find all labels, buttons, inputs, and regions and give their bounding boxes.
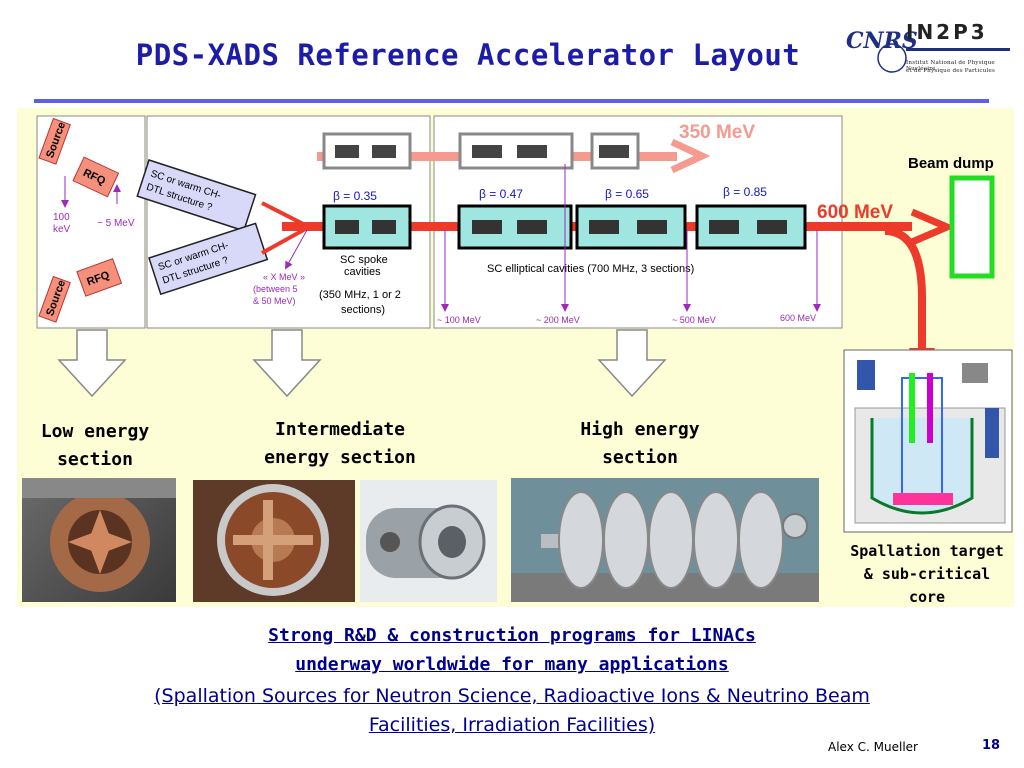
intermediate-down-arrow: [252, 329, 322, 398]
cnrs-in2p3-logo: CNRS: [846, 28, 1010, 73]
beam-350-label: 350 MeV: [679, 122, 755, 143]
footer-line-4: Facilities, Irradiation Facilities): [368, 714, 656, 736]
energy-200-mev: ~ 200 MeV: [536, 315, 580, 325]
spallation-target-schematic: [843, 349, 1013, 533]
beam-to-target: [884, 227, 926, 353]
spoke-label-2: cavities: [344, 266, 381, 278]
spallation-label-line3: core: [908, 588, 946, 606]
energy-5-mev: ~ 5 MeV: [97, 218, 135, 229]
energy-600-mev: 600 MeV: [780, 313, 816, 323]
elliptical-caption: SC elliptical cavities (700 MHz, 3 secti…: [487, 263, 694, 275]
dtl-photo: [193, 480, 355, 602]
high-energy-section-label: High energy section: [555, 416, 725, 472]
beam-600-arrowhead: [910, 208, 956, 246]
elliptical-cavity-photo: [511, 478, 819, 602]
energy-100-kev-2: keV: [53, 224, 71, 235]
high-energy-label-line2: section: [602, 447, 678, 468]
x-mev-1: « X MeV »: [263, 272, 305, 282]
low-energy-down-arrow: [57, 329, 127, 398]
beam-dump-label: Beam dump: [908, 155, 994, 172]
energy-100-mev: ~ 100 MeV: [437, 315, 481, 325]
low-energy-label-line1: Low energy: [40, 421, 150, 442]
beta-035-label: β = 0.35: [333, 189, 377, 203]
spallation-label-line1: Spallation target: [850, 542, 1004, 560]
footer-line-3: (Spallation Sources for Neutron Science,…: [154, 685, 870, 707]
x-mev-2: (between 5: [253, 284, 298, 294]
beam-dump-block: [949, 175, 995, 279]
title-underline: [34, 99, 989, 103]
footer-line-1: Strong R&D & construction programs for L…: [268, 625, 756, 646]
spoke-cavity-red-cells: [335, 220, 396, 234]
in2p3-logo-text: IN2P3: [906, 20, 988, 44]
low-energy-section-label: Low energy section: [22, 418, 168, 474]
rfq-bottom: RFQ: [76, 258, 123, 297]
beam-600-label: 600 MeV: [817, 202, 893, 223]
intermediate-label-line2: energy section: [264, 447, 416, 468]
energy-markers: [61, 164, 821, 312]
rfq-photo: [22, 478, 176, 602]
author-name: Alex C. Mueller: [828, 740, 918, 754]
low-energy-label-line2: section: [57, 449, 133, 470]
in2p3-subtitle-2: et de Physique des Particules: [906, 68, 996, 74]
source-bottom: Source: [38, 275, 71, 323]
beam-350-arrowhead: [670, 138, 711, 174]
beta-065-label: β = 0.65: [605, 187, 649, 201]
cnrs-logo-text: CNRS: [846, 28, 918, 54]
section-down-arrows: [57, 329, 667, 398]
dtl-merge-lines: [261, 201, 314, 255]
in2p3-subtitle-1: Institut National de Physique Nucléaire: [906, 60, 995, 72]
cnrs-logo-mark: CNRS: [846, 28, 918, 73]
high-energy-down-arrow: [597, 329, 667, 398]
high-energy-label-line1: High energy: [580, 419, 700, 440]
spallation-label-line2: & sub-critical: [863, 565, 991, 583]
spoke-cavity-pink-cells: [335, 145, 396, 158]
intermediate-section-label: Intermediate energy section: [248, 416, 432, 472]
beta-085-label: β = 0.85: [723, 185, 767, 199]
energy-100-kev-1: 100: [53, 212, 70, 223]
slide-title: PDS-XADS Reference Accelerator Layout: [135, 38, 801, 72]
x-mev-3: & 50 MeV): [253, 296, 296, 306]
beta-047-label: β = 0.47: [479, 187, 523, 201]
spoke-cavity-photo: [360, 480, 497, 602]
energy-500-mev: ~ 500 MeV: [672, 315, 716, 325]
page-number: 18: [982, 738, 1001, 753]
spoke-label-1: SC spoke: [340, 254, 388, 266]
spallation-target-label: Spallation target & sub-critical core: [842, 540, 1012, 609]
spoke-label-4: sections): [341, 304, 385, 316]
footer-line-2: underway worldwide for many applications: [295, 654, 729, 675]
spoke-label-3: (350 MHz, 1 or 2: [319, 289, 401, 301]
intermediate-label-line1: Intermediate: [274, 419, 406, 440]
accelerator-diagram: 350 MeV 600 MeV Beam dump Source RFQ Sou…: [36, 115, 1013, 533]
